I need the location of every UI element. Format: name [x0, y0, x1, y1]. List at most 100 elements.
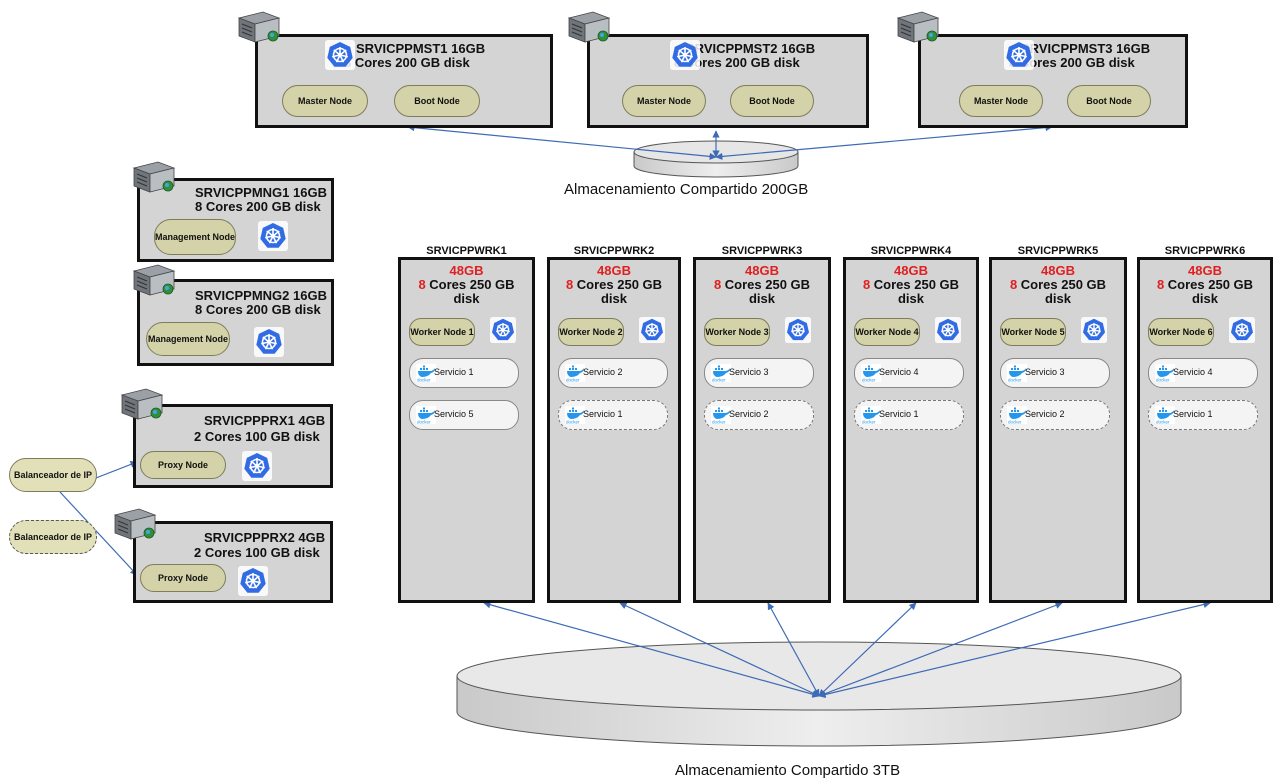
worker-memory: 48GB	[1041, 263, 1075, 278]
master-node-pill[interactable]: Master Node	[959, 85, 1043, 117]
worker-memory: 48GB	[745, 263, 779, 278]
kubernetes-icon	[1229, 317, 1255, 343]
docker-icon: docker	[1155, 406, 1175, 425]
worker-disk-label: disk	[897, 291, 924, 306]
worker-cores: 8	[713, 277, 722, 292]
master-server-1-title: SRVICPPMST1 16GB	[356, 41, 486, 56]
worker-disk-size: Cores 250 GB	[1164, 277, 1254, 292]
kubernetes-icon	[639, 317, 665, 343]
worker-server-name: SRVICPPWRK1	[426, 245, 507, 257]
worker-node-pill[interactable]: Worker Node 3	[704, 318, 770, 346]
service-label: Servicio 1	[1173, 409, 1213, 419]
worker-disk-size: Cores 250 GB	[870, 277, 960, 292]
worker-node-pill[interactable]: Worker Node 4	[854, 318, 920, 346]
service-label: Servicio 2	[1025, 409, 1065, 419]
worker-disk-label: disk	[1191, 291, 1218, 306]
kubernetes-icon	[670, 40, 700, 70]
worker-node-pill[interactable]: Worker Node 2	[558, 318, 624, 346]
docker-icon: docker	[861, 364, 881, 383]
master-server-2[interactable]: SRVICPPMST2 16GB 8 Cores 200 GB disk Mas…	[587, 34, 869, 128]
management-node-pill[interactable]: Management Node	[146, 322, 230, 356]
kubernetes-icon	[935, 317, 961, 343]
arrow-storage-mst3	[715, 123, 1053, 161]
shared-storage-3tb-disk	[456, 641, 1182, 747]
svg-text:docker: docker	[1156, 420, 1170, 425]
service-label: Servicio 5	[434, 409, 474, 419]
master-node-pill[interactable]: Master Node	[622, 85, 706, 117]
worker-node-pill[interactable]: Worker Node 5	[1000, 318, 1066, 346]
master-server-2-spec: 8 Cores 200 GB disk	[674, 55, 800, 70]
worker-cores: 8	[1156, 277, 1165, 292]
worker-cores: 8	[565, 277, 574, 292]
storage-200gb-label: Almacenamiento Compartido 200GB	[564, 181, 809, 198]
management-server-2-spec: 8 Cores 200 GB disk	[195, 302, 321, 317]
worker-disk-size: Cores 250 GB	[721, 277, 811, 292]
proxy-server-2-title: SRVICPPPRX2 4GB	[204, 530, 326, 545]
server-icon	[237, 10, 281, 44]
worker-cores-disk: 8 Cores 250 GB	[696, 278, 828, 292]
master-server-1-spec: 8 Cores 200 GB disk	[344, 55, 470, 70]
proxy-server-2[interactable]: SRVICPPPRX2 4GB 2 Cores 100 GB disk Prox…	[133, 521, 333, 603]
worker-memory: 48GB	[1188, 263, 1222, 278]
service-label: Servicio 3	[729, 367, 769, 377]
ip-balancer-2[interactable]: Balanceador de IP	[9, 520, 97, 554]
docker-icon: docker	[1155, 364, 1175, 383]
docker-icon: docker	[711, 406, 731, 425]
master-server-3[interactable]: SRVICPPMST3 16GB 8 Cores 200 GB disk Mas…	[918, 34, 1188, 128]
kubernetes-icon	[254, 327, 284, 357]
svg-text:docker: docker	[566, 378, 580, 383]
worker-server-name: SRVICPPWRK5	[1017, 245, 1099, 257]
management-server-1[interactable]: SRVICPPMNG1 16GB 8 Cores 200 GB disk Man…	[137, 178, 334, 262]
storage-3tb-label: Almacenamiento Compartido 3TB	[675, 762, 901, 779]
service-label: Servicio 2	[729, 409, 769, 419]
docker-icon: docker	[416, 364, 436, 383]
server-icon	[132, 263, 176, 297]
svg-text:docker: docker	[1008, 378, 1022, 383]
server-icon	[120, 387, 164, 421]
management-node-pill[interactable]: Management Node	[154, 219, 236, 255]
proxy-node-pill[interactable]: Proxy Node	[140, 451, 226, 479]
worker-server-name: SRVICPPWRK2	[573, 245, 655, 257]
arrow-storage-wrk3	[767, 602, 820, 697]
boot-node-pill[interactable]: Boot Node	[394, 85, 480, 117]
kubernetes-icon	[490, 317, 516, 343]
worker-node-pill[interactable]: Worker Node 1	[409, 318, 475, 346]
svg-text:docker: docker	[1156, 378, 1170, 383]
service-label: Servicio 4	[1173, 367, 1213, 377]
master-node-pill[interactable]: Master Node	[282, 85, 368, 117]
worker-cores-disk: 8 Cores 250 GB	[401, 278, 532, 292]
arrow-storage-wrk6	[818, 600, 1211, 699]
worker-node-pill[interactable]: Worker Node 6	[1148, 318, 1214, 346]
docker-icon: docker	[1007, 364, 1027, 383]
proxy-server-1[interactable]: SRVICPPPRX1 4GB 2 Cores 100 GB disk Prox…	[133, 404, 333, 488]
master-server-1[interactable]: SRVICPPMST1 16GB 8 Cores 200 GB disk Mas…	[255, 34, 553, 128]
boot-node-pill[interactable]: Boot Node	[1067, 85, 1151, 117]
ip-balancer-1[interactable]: Balanceador de IP	[9, 458, 97, 492]
proxy-node-pill[interactable]: Proxy Node	[140, 564, 226, 592]
boot-node-pill[interactable]: Boot Node	[730, 85, 814, 117]
worker-cores: 8	[862, 277, 871, 292]
worker-disk-size: Cores 250 GB	[1017, 277, 1107, 292]
service-label: Servicio 4	[879, 367, 919, 377]
